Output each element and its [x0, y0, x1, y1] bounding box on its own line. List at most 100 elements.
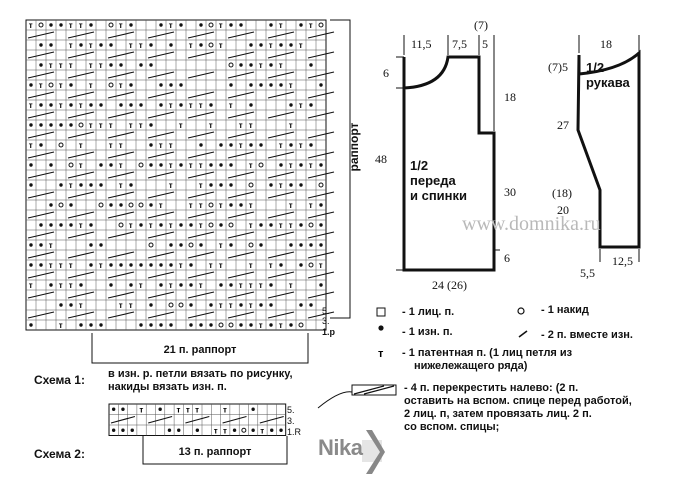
purl-dot — [269, 323, 273, 327]
yarn-over-mark — [208, 42, 214, 48]
cable-stroke — [187, 211, 215, 219]
cable-stroke — [227, 211, 255, 219]
purl-dot — [89, 183, 93, 187]
patent-mark: т — [119, 141, 123, 150]
purl-dot — [109, 263, 113, 267]
cable-stroke — [307, 231, 335, 239]
dim-armhole-18: 18 — [504, 90, 516, 104]
cable-stroke — [67, 311, 95, 319]
cable-stroke — [147, 91, 175, 99]
cable-stroke — [259, 415, 284, 424]
purl-dot — [309, 303, 313, 307]
chart2-row-1: 1.R — [287, 427, 302, 437]
yarn-over-mark — [108, 82, 114, 88]
yarn-over-mark — [38, 22, 44, 28]
legend-patent: - 1 патентная п. (1 лиц петля из нижележ… — [402, 347, 573, 372]
purl-dot — [121, 407, 125, 411]
cable-stroke — [107, 271, 135, 279]
purl-dot — [179, 163, 183, 167]
patent-mark: т — [99, 61, 103, 70]
sleeve-schematic — [576, 49, 641, 249]
purl-dot — [99, 43, 103, 47]
purl-dot — [159, 263, 163, 267]
patent-mark: т — [129, 41, 133, 50]
purl-dot — [249, 103, 253, 107]
purl-dot — [89, 323, 93, 327]
t-letter-icon: т — [378, 348, 384, 360]
front-back-dimension-lines — [396, 35, 500, 271]
sleeve-dim-cap: (7)5 — [548, 60, 568, 74]
patent-mark: т — [139, 121, 143, 130]
cable-stroke — [67, 211, 95, 219]
purl-dot — [299, 303, 303, 307]
legend-yo: - 1 накид — [541, 304, 589, 316]
patent-mark: т — [260, 426, 264, 435]
repeat-bracket-vertical — [330, 19, 351, 319]
yarn-over-mark — [138, 162, 144, 168]
purl-dot — [99, 323, 103, 327]
patent-mark: т — [279, 61, 283, 70]
patent-mark: т — [223, 405, 227, 414]
patent-mark: т — [249, 201, 253, 210]
yarn-over-mark — [168, 302, 174, 308]
yarn-over-mark — [148, 242, 154, 248]
cable-stroke — [187, 271, 215, 279]
purl-dot — [111, 407, 116, 411]
cable-stroke — [227, 271, 255, 279]
patent-mark: т — [279, 321, 283, 330]
purl-dot — [69, 83, 73, 87]
purl-dot — [139, 223, 143, 227]
purl-dot — [39, 63, 43, 67]
cable-stroke — [107, 171, 135, 179]
chart2-row-5: 5. — [287, 405, 295, 415]
cable-stroke — [187, 51, 215, 59]
purl-dot — [69, 303, 73, 307]
chart2-row-3: 3. — [287, 416, 295, 426]
cable-stroke — [227, 171, 255, 179]
purl-dot — [289, 183, 293, 187]
patent-mark: т — [129, 121, 133, 130]
cable-stroke — [307, 31, 335, 39]
purl-dot — [219, 223, 223, 227]
dim-top-7-5: 7,5 — [452, 37, 467, 51]
cable-stroke — [147, 311, 175, 319]
purl-dot — [209, 323, 213, 327]
purl-dot — [279, 83, 283, 87]
yarn-over-mark — [208, 222, 214, 228]
cable-stroke — [267, 191, 295, 199]
dim-top-11-5: 11,5 — [411, 37, 432, 51]
slash-icon — [518, 330, 528, 338]
purl-dot — [149, 43, 153, 47]
patent-mark: т — [319, 261, 323, 270]
patent-mark: т — [299, 101, 303, 110]
patent-mark: т — [129, 221, 133, 230]
purl-dot — [169, 323, 173, 327]
cable-stroke — [107, 191, 135, 199]
purl-dot — [239, 323, 243, 327]
cable-stroke — [27, 111, 55, 119]
cable-stroke — [67, 51, 95, 59]
purl-dot — [111, 428, 116, 432]
purl-dot — [29, 243, 33, 247]
patent-mark: т — [229, 301, 233, 310]
cable-stroke — [185, 415, 210, 424]
yarn-over-mark — [48, 82, 54, 88]
cable-stroke — [107, 251, 135, 259]
purl-dot — [59, 123, 63, 127]
patent-mark: т — [223, 426, 227, 435]
yarn-over-mark — [308, 222, 314, 228]
purl-dot — [219, 183, 223, 187]
cable-stroke — [227, 71, 255, 79]
patent-mark: т — [219, 41, 223, 50]
cable-stroke — [67, 291, 95, 299]
sleeve-dim-27: 27 — [557, 118, 569, 132]
cable-stroke — [107, 51, 135, 59]
cable-stroke — [107, 31, 135, 39]
purl-dot — [279, 163, 283, 167]
cable-stroke — [307, 171, 335, 179]
purl-dot — [219, 143, 223, 147]
purl-dot — [39, 223, 43, 227]
patent-mark: т — [309, 21, 313, 30]
